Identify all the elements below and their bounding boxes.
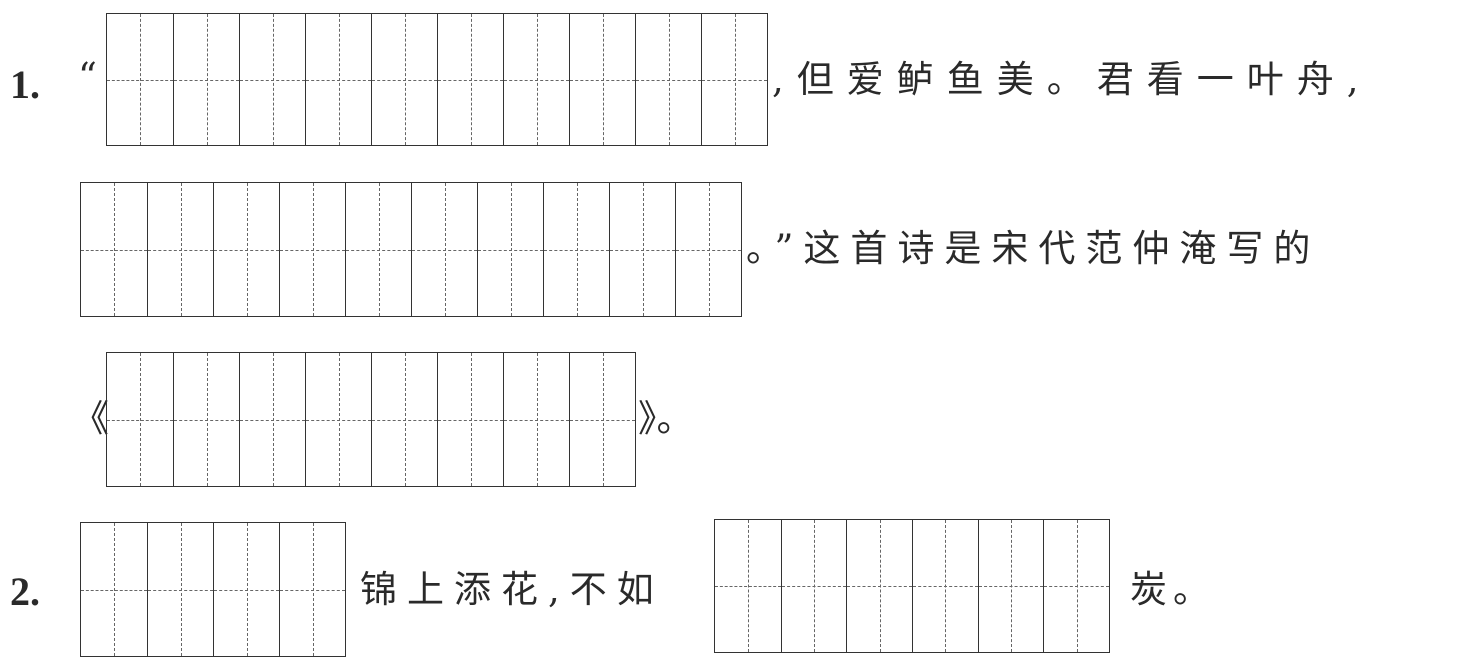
grid-cell xyxy=(780,520,847,652)
grid-cell xyxy=(437,353,503,486)
grid-cell xyxy=(107,14,173,145)
answer-grid-1b[interactable] xyxy=(80,182,742,317)
grid-cell xyxy=(503,14,569,145)
grid-cell xyxy=(675,183,741,316)
grid-cell xyxy=(81,183,147,316)
q1-line1-text: ,但爱鲈鱼美。君看一叶舟, xyxy=(772,58,1372,101)
grid-cell xyxy=(371,14,437,145)
grid-cell xyxy=(411,183,477,316)
grid-cell xyxy=(912,520,978,652)
grid-cell xyxy=(305,353,371,486)
grid-cell xyxy=(715,520,781,652)
grid-cell xyxy=(81,523,147,656)
grid-cell xyxy=(635,14,701,145)
answer-grid-2b[interactable] xyxy=(714,519,1110,653)
title-close-bracket: 》。 xyxy=(638,397,694,440)
answer-grid-1a[interactable] xyxy=(106,13,768,146)
grid-cell xyxy=(977,520,1044,652)
title-open-bracket: 《 xyxy=(72,397,109,440)
question-number-2: 2. xyxy=(10,569,40,614)
q2-middle-text: 锦上添花,不如 xyxy=(360,568,664,611)
q2-end-text: 炭。 xyxy=(1130,568,1216,611)
grid-cell xyxy=(107,353,173,486)
grid-cell xyxy=(609,183,675,316)
grid-cell xyxy=(477,183,543,316)
answer-grid-2a[interactable] xyxy=(80,522,346,657)
grid-cell xyxy=(569,353,635,486)
grid-cell xyxy=(371,353,437,486)
grid-cell xyxy=(437,14,503,145)
grid-cell xyxy=(213,523,279,656)
grid-cell xyxy=(543,183,609,316)
grid-cell xyxy=(147,183,213,316)
grid-cell xyxy=(213,183,279,316)
question-number-1: 1. xyxy=(10,62,40,107)
grid-cell xyxy=(503,353,569,486)
grid-cell xyxy=(173,353,239,486)
grid-cell xyxy=(846,520,912,652)
grid-cell xyxy=(279,523,345,656)
grid-cell xyxy=(701,14,767,145)
grid-cell xyxy=(345,183,411,316)
grid-cell xyxy=(1043,520,1109,652)
grid-cell xyxy=(279,183,345,316)
grid-cell xyxy=(239,353,305,486)
open-quote: “ xyxy=(78,55,97,98)
q1-line2-text: 。”这首诗是宋代范仲淹写的 xyxy=(746,227,1321,270)
answer-grid-1c[interactable] xyxy=(106,352,636,487)
grid-cell xyxy=(305,14,371,145)
grid-cell xyxy=(239,14,305,145)
grid-cell xyxy=(147,523,213,656)
grid-cell xyxy=(569,14,635,145)
grid-cell xyxy=(173,14,239,145)
